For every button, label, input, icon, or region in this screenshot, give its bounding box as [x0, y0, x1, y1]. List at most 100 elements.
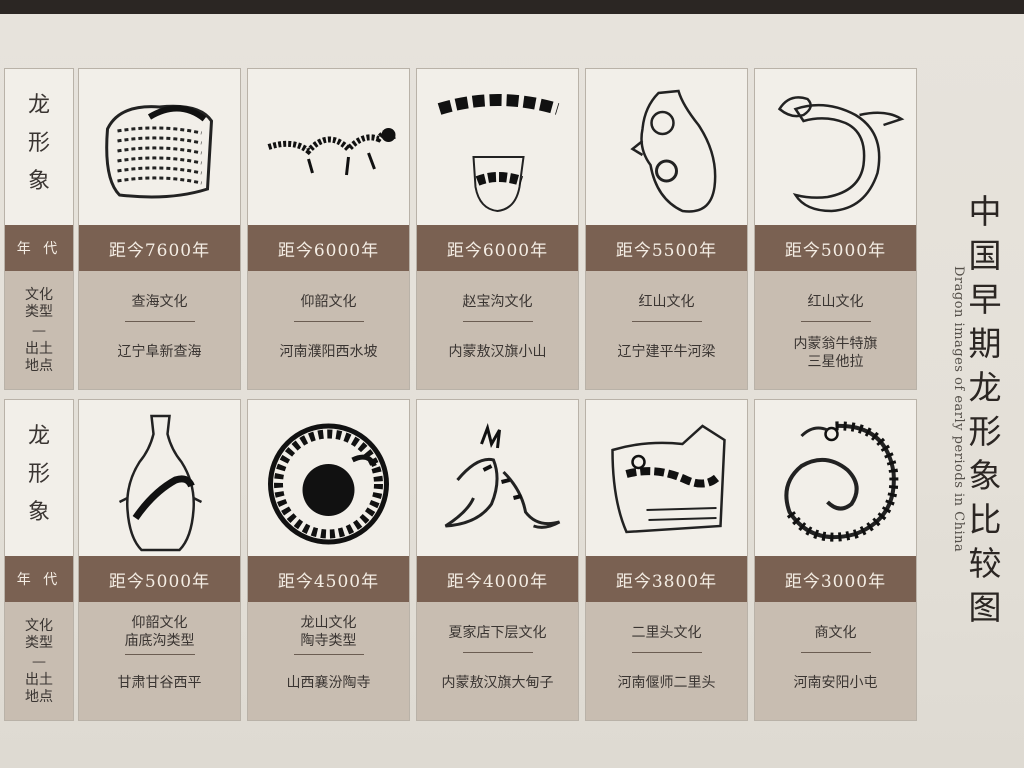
site-text: 河南安阳小屯 [793, 675, 878, 691]
label-char: 龙 [27, 93, 50, 118]
site-text: 甘肃甘谷西平 [117, 675, 202, 691]
relief-dragon-icon [105, 104, 214, 199]
header-label-line: 类型 [25, 304, 53, 320]
label-char: 形 [27, 131, 50, 156]
divider [800, 652, 871, 653]
culture-text: 仰韶文化 [131, 615, 188, 631]
title-char: 图 [968, 588, 1002, 627]
dragon-card: 距今3000年商文化河南安阳小屯 [754, 399, 917, 721]
era-text: 距今4000年 [417, 556, 578, 602]
culture-text: 夏家店下层文化 [448, 625, 547, 641]
title-char: 比 [968, 500, 1002, 539]
site-text: 河南偃师二里头 [617, 675, 716, 691]
site-text: 内蒙敖汉旗大甸子 [441, 675, 554, 691]
header-label-line: 类型 [25, 635, 53, 651]
culture-text: 商文化 [814, 625, 857, 641]
title-char: 龙 [968, 368, 1002, 407]
header-label-line: 出土 [25, 672, 53, 688]
card-details: 仰韶文化河南濮阳西水坡 [248, 271, 409, 389]
divider [800, 321, 871, 322]
title-char: 早 [968, 280, 1002, 319]
card-details: 仰韶文化庙底沟类型甘肃甘谷西平 [79, 602, 240, 720]
culture-site-labels: 文化类型 — 出土地点 [5, 602, 73, 720]
title-char: 中 [968, 192, 1002, 231]
chinese-title: 中 国 早 期 龙 形 象 比 较 图 [962, 190, 1008, 630]
card-details: 红山文化辽宁建平牛河梁 [586, 271, 747, 389]
culture-text: 龙山文化 [300, 615, 357, 631]
site-text: 辽宁建平牛河梁 [617, 344, 716, 360]
pottery-sherd-dragon-icon [611, 424, 726, 534]
title-char: 较 [968, 544, 1002, 583]
card-details: 龙山文化陶寺类型山西襄汾陶寺 [248, 602, 409, 720]
era-text: 距今3000年 [755, 556, 916, 602]
divider [124, 654, 195, 655]
jade-pig-dragon-icon [630, 89, 717, 213]
english-title: Dragon images of early periods in China [951, 266, 966, 553]
exhibit-board: 龙形象年 代文化类型—出土地点距今7600年查海文化辽宁阜新查海距今6000年仰… [0, 14, 1024, 768]
title-char: 象 [968, 456, 1002, 495]
era-text: 距今5500年 [586, 225, 747, 271]
header-label-line: 文化 [25, 618, 53, 634]
divider [293, 321, 364, 322]
shell-mosaic-dragon-icon [267, 128, 397, 176]
pottery-zun-dragon-icon [437, 94, 560, 213]
header-label-line: 地点 [25, 689, 53, 705]
painted-bottle-dragon-icon [118, 414, 203, 552]
divider [293, 654, 364, 655]
label-char: 龙 [27, 424, 50, 449]
header-label-line: 文化 [25, 287, 53, 303]
card-details: 夏家店下层文化内蒙敖汉旗大甸子 [417, 602, 578, 720]
era-text: 距今3800年 [586, 556, 747, 602]
era-text: 距今6000年 [417, 225, 578, 271]
site-text: 河南濮阳西水坡 [279, 344, 378, 360]
card-details: 赵宝沟文化内蒙敖汉旗小山 [417, 271, 578, 389]
divider [631, 652, 702, 653]
header-label-line: 地点 [25, 358, 53, 374]
row-header: 龙形象年 代文化类型 — 出土地点 [4, 68, 74, 390]
dragon-card: 距今4000年夏家店下层文化内蒙敖汉旗大甸子 [416, 399, 579, 721]
era-label: 年 代 [5, 556, 73, 602]
dragon-card: 距今5000年红山文化内蒙翁牛特旗三星他拉 [754, 68, 917, 390]
culture-text: 庙底沟类型 [124, 633, 195, 649]
title-char: 期 [968, 324, 1002, 363]
card-details: 商文化河南安阳小屯 [755, 602, 916, 720]
site-text: 三星他拉 [807, 354, 864, 370]
card-details: 二里头文化河南偃师二里头 [586, 602, 747, 720]
site-text: 内蒙敖汉旗小山 [448, 344, 547, 360]
header-label-line: — [32, 323, 46, 339]
card-details: 查海文化辽宁阜新查海 [79, 271, 240, 389]
header-label-line: — [32, 654, 46, 670]
divider [462, 321, 533, 322]
dragon-card: 距今7600年查海文化辽宁阜新查海 [78, 68, 241, 390]
culture-text: 红山文化 [638, 294, 695, 310]
site-text: 内蒙翁牛特旗 [793, 336, 878, 352]
dragon-card: 距今5000年仰韶文化庙底沟类型甘肃甘谷西平 [78, 399, 241, 721]
culture-text: 陶寺类型 [300, 633, 357, 649]
era-text: 距今5000年 [79, 556, 240, 602]
title-char: 国 [968, 236, 1002, 275]
culture-text: 仰韶文化 [300, 294, 357, 310]
dragon-image-label: 龙形象 [5, 87, 73, 201]
era-text: 距今6000年 [248, 225, 409, 271]
label-char: 象 [27, 500, 50, 525]
culture-site-labels: 文化类型 — 出土地点 [5, 271, 73, 389]
era-text: 距今7600年 [79, 225, 240, 271]
header-label-line: 出土 [25, 341, 53, 357]
jade-c-dragon-icon [777, 96, 905, 213]
row-header: 龙形象年 代文化类型 — 出土地点 [4, 399, 74, 721]
title-char: 形 [968, 412, 1002, 451]
label-char: 形 [27, 462, 50, 487]
site-text: 山西襄汾陶寺 [286, 675, 371, 691]
dragon-image-label: 龙形象 [5, 418, 73, 532]
label-char: 象 [27, 169, 50, 194]
divider [631, 321, 702, 322]
dragon-card: 距今6000年赵宝沟文化内蒙敖汉旗小山 [416, 68, 579, 390]
culture-text: 查海文化 [131, 294, 188, 310]
divider [124, 321, 195, 322]
painted-dragon-motif-icon [444, 422, 561, 529]
card-details: 红山文化内蒙翁牛特旗三星他拉 [755, 271, 916, 389]
dragon-card: 距今3800年二里头文化河南偃师二里头 [585, 399, 748, 721]
era-label: 年 代 [5, 225, 73, 271]
dragon-card: 距今6000年仰韶文化河南濮阳西水坡 [247, 68, 410, 390]
divider [462, 652, 533, 653]
